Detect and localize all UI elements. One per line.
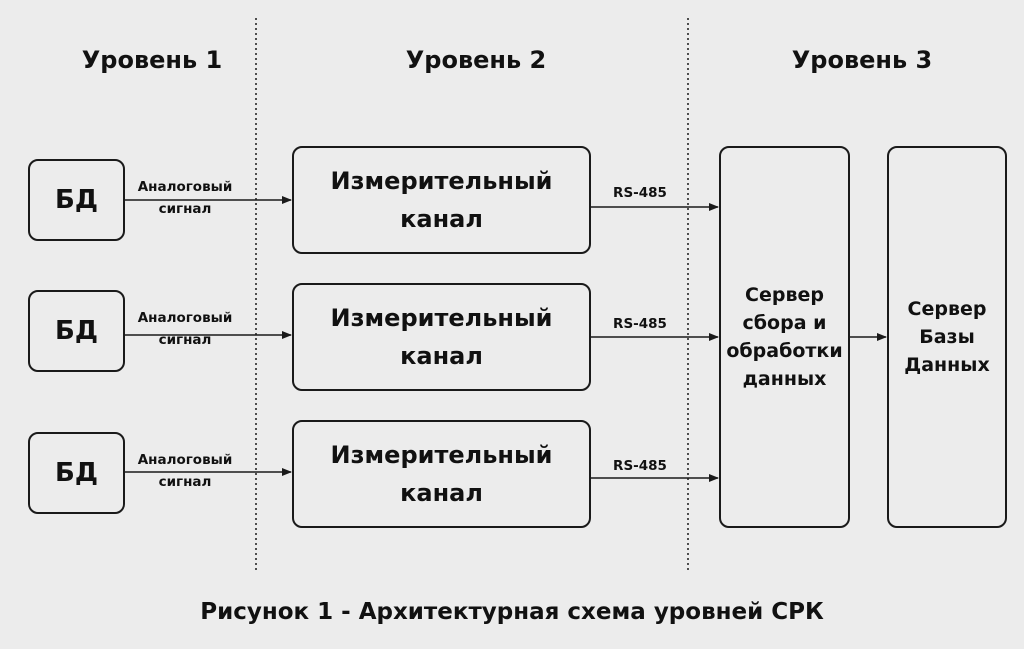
- database-server-box: Сервер Базы Данных: [887, 146, 1007, 528]
- analog-signal-label-3: Аналоговый сигнал: [137, 452, 233, 490]
- sensor-box-3: БД: [28, 432, 125, 514]
- channel-label: Измерительный канал: [330, 167, 553, 233]
- rs485-label-3: RS-485: [613, 458, 667, 474]
- channel-label: Измерительный канал: [330, 304, 553, 370]
- channel-label: Измерительный канал: [330, 441, 553, 507]
- analog-signal-label-1: Аналоговый сигнал: [137, 179, 233, 217]
- channel-box-2: Измерительный канал: [292, 283, 591, 391]
- level-2-title: Уровень 2: [405, 46, 547, 74]
- sensor-label: БД: [55, 458, 98, 488]
- level-3-title: Уровень 3: [791, 46, 933, 74]
- figure-caption: Рисунок 1 - Архитектурная схема уровней …: [200, 599, 824, 625]
- collection-server-label: Сервер сбора и обработки данных: [726, 284, 843, 390]
- sensor-box-2: БД: [28, 290, 125, 372]
- rs485-label-2: RS-485: [613, 316, 667, 332]
- database-server-label: Сервер Базы Данных: [904, 298, 990, 376]
- sensor-label: БД: [55, 316, 98, 346]
- channel-box-3: Измерительный канал: [292, 420, 591, 528]
- sensor-label: БД: [55, 185, 98, 215]
- analog-signal-label-2: Аналоговый сигнал: [137, 310, 233, 348]
- level-1-title: Уровень 1: [81, 46, 223, 74]
- sensor-box-1: БД: [28, 159, 125, 241]
- channel-box-1: Измерительный канал: [292, 146, 591, 254]
- collection-server-box: Сервер сбора и обработки данных: [719, 146, 850, 528]
- rs485-label-1: RS-485: [613, 185, 667, 201]
